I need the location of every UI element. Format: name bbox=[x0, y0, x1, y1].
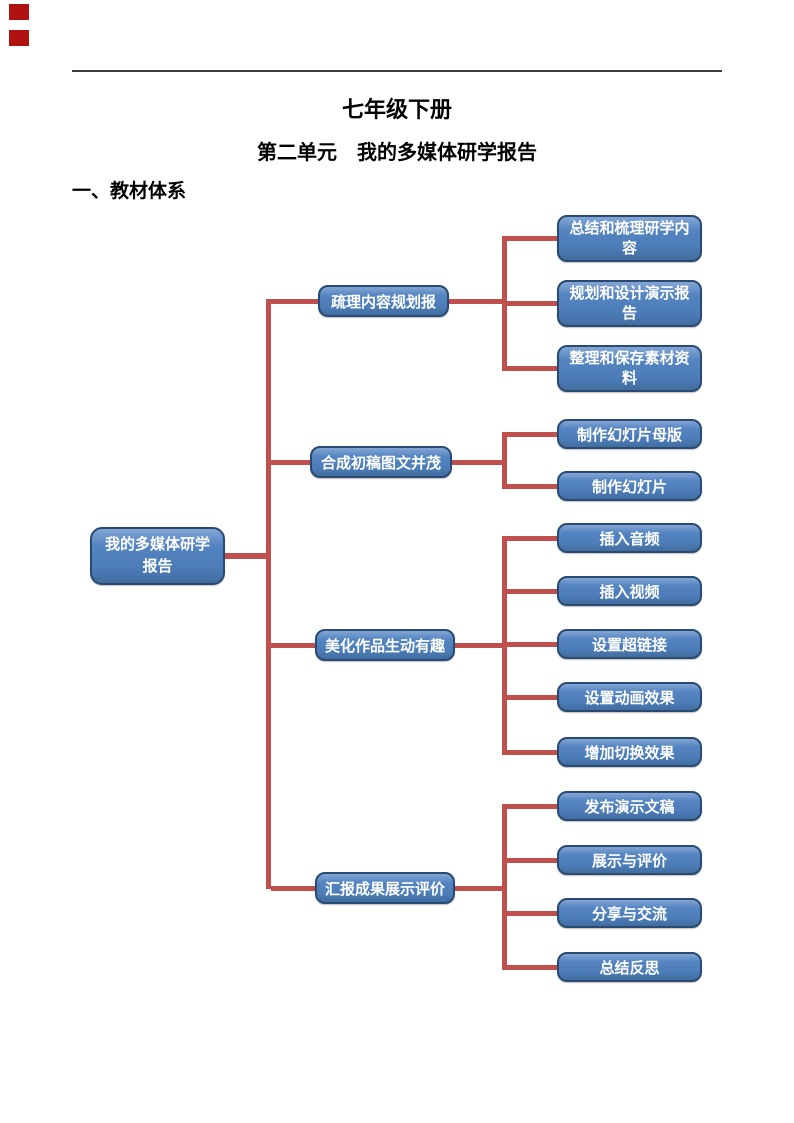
connector-group-rail bbox=[502, 804, 507, 970]
mindmap-branch-node: 疏理内容规划报 bbox=[318, 285, 449, 317]
connector-leaf bbox=[505, 589, 557, 594]
connector-leaf bbox=[505, 911, 557, 916]
mindmap-leaf-node: 展示与评价 bbox=[557, 845, 702, 875]
mindmap-leaf-node: 分享与交流 bbox=[557, 898, 702, 928]
mindmap-branch-node: 美化作品生动有趣 bbox=[315, 629, 455, 661]
connector-branch bbox=[455, 643, 507, 648]
connector-branch bbox=[449, 299, 507, 304]
mindmap-root-node: 我的多媒体研学 报告 bbox=[90, 527, 225, 585]
connector-leaf bbox=[505, 484, 557, 489]
mindmap-leaf-node: 整理和保存素材资 料 bbox=[557, 345, 702, 392]
header-divider bbox=[72, 70, 722, 72]
connector-branch bbox=[271, 299, 318, 304]
corner-stamp-icon bbox=[9, 30, 29, 46]
connector-leaf bbox=[505, 301, 557, 306]
connector-leaf bbox=[505, 366, 557, 371]
connector-branch bbox=[452, 460, 507, 465]
mindmap-leaf-node: 总结和梳理研学内 容 bbox=[557, 215, 702, 262]
connector-leaf bbox=[505, 858, 557, 863]
section-heading: 一、教材体系 bbox=[72, 181, 187, 202]
connector-leaf bbox=[505, 965, 557, 970]
mindmap-leaf-node: 增加切换效果 bbox=[557, 737, 702, 767]
mindmap-leaf-node: 制作幻灯片母版 bbox=[557, 419, 702, 449]
connector-leaf bbox=[505, 432, 557, 437]
corner-stamp-icon bbox=[9, 4, 29, 20]
connector-leaf bbox=[505, 536, 557, 541]
unit-title: 第二单元 我的多媒体研学报告 bbox=[257, 142, 537, 164]
mindmap-leaf-node: 规划和设计演示报 告 bbox=[557, 280, 702, 327]
mindmap-leaf-node: 制作幻灯片 bbox=[557, 471, 702, 501]
connector-leaf bbox=[505, 695, 557, 700]
connector-leaf bbox=[505, 642, 557, 647]
mindmap-leaf-node: 设置动画效果 bbox=[557, 682, 702, 712]
connector-group-rail bbox=[502, 432, 507, 489]
connector-trunk bbox=[266, 299, 271, 889]
mindmap-leaf-node: 总结反思 bbox=[557, 952, 702, 982]
connector-leaf bbox=[505, 236, 557, 241]
connector-leaf bbox=[505, 750, 557, 755]
mindmap-branch-node: 汇报成果展示评价 bbox=[315, 872, 455, 904]
connector-branch bbox=[271, 886, 315, 891]
connector-branch bbox=[271, 643, 315, 648]
connector-branch bbox=[455, 886, 507, 891]
connector-branch bbox=[271, 460, 310, 465]
mindmap-leaf-node: 设置超链接 bbox=[557, 629, 702, 659]
connector-leaf bbox=[505, 804, 557, 809]
mindmap-branch-node: 合成初稿图文并茂 bbox=[310, 446, 452, 478]
mindmap-leaf-node: 插入音频 bbox=[557, 523, 702, 553]
connector-group-rail bbox=[502, 536, 507, 755]
connector-group-rail bbox=[502, 236, 507, 371]
doc-title: 七年级下册 bbox=[341, 97, 452, 122]
mindmap-leaf-node: 插入视频 bbox=[557, 576, 702, 606]
mindmap-leaf-node: 发布演示文稿 bbox=[557, 791, 702, 821]
connector-root-stub bbox=[225, 553, 268, 559]
